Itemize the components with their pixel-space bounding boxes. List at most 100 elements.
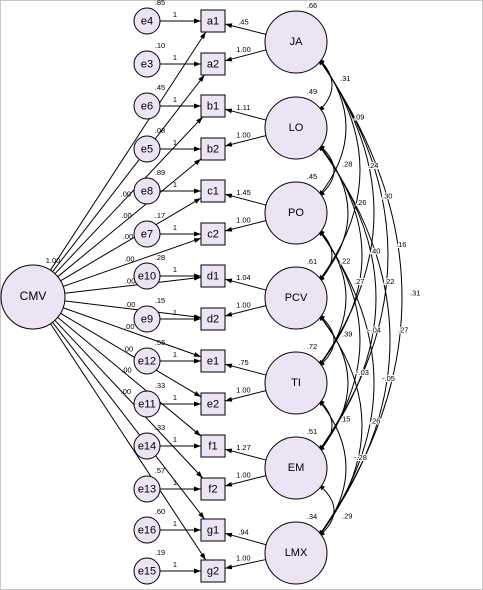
covariance-value: .39 [342, 329, 352, 338]
indicator-label: b2 [207, 143, 219, 155]
latent-r-squared: .72 [307, 342, 317, 351]
latent-r-squared: .51 [307, 427, 317, 436]
indicator-label: c2 [207, 228, 219, 240]
error-circle [133, 92, 161, 120]
cmv-label: CMV [20, 289, 47, 303]
covariance-value: .27 [354, 277, 364, 286]
latent-r-squared: .34 [307, 512, 317, 521]
covariance-arc-TI-LMX [317, 398, 347, 538]
error-variance: .17 [155, 211, 165, 220]
covariance-value: .29 [342, 511, 352, 520]
loading-path-b2 [224, 135, 267, 147]
indicator-label: f2 [208, 483, 217, 495]
cmv-loading: .00 [125, 277, 135, 286]
covariance-value: .26 [356, 198, 366, 207]
cmv-path-e1 [62, 307, 202, 358]
covariance-arc-PCV-LMX [317, 313, 363, 538]
indicator-label: c1 [207, 185, 219, 197]
error-label: e8 [141, 185, 153, 197]
latent-label: EM [288, 462, 305, 474]
regression-paths [50, 18, 267, 574]
latent-circle [264, 181, 328, 245]
factor-loading: 1.00 [236, 45, 251, 54]
error-variance: .33 [155, 381, 165, 390]
covariance-value: .16 [396, 240, 406, 249]
indicator-label: a2 [207, 58, 219, 70]
covariance-value: .24 [368, 161, 378, 170]
error-label: e9 [141, 313, 153, 325]
covariance-arc-PO-LMX [317, 228, 375, 538]
error-circle [133, 557, 161, 585]
error-variance: .85 [155, 0, 165, 7]
error-path-weight: 1 [173, 393, 177, 402]
factor-loading: .94 [238, 527, 248, 536]
error-circle [133, 220, 161, 248]
indicator-box [200, 9, 226, 33]
indicator-box [200, 518, 226, 542]
cmv-path-b2 [57, 158, 202, 278]
indicator-label: a1 [207, 15, 219, 27]
indicator-box [200, 222, 226, 246]
factor-loading: 1.00 [236, 215, 251, 224]
covariance-arc-JA-LO [317, 57, 333, 113]
error-circle [133, 7, 161, 35]
latent-r-squared: .45 [307, 172, 317, 181]
cmv-loading: .00 [123, 344, 133, 353]
error-label: e6 [141, 100, 153, 112]
error-path-weight: 1 [173, 560, 177, 569]
cmv-path-f1 [57, 317, 202, 437]
factor-loading: 1.00 [236, 470, 251, 479]
error-path-weight: 1 [173, 138, 177, 147]
indicator-label: f1 [208, 440, 217, 452]
error-variance: .57 [155, 466, 165, 475]
covariance-arc-PO-EM [317, 228, 361, 453]
cmv-variance: 1.00 [46, 256, 61, 265]
factor-loading: 1.27 [236, 443, 251, 452]
error-variance: .89 [155, 168, 165, 177]
error-label: e4 [141, 15, 153, 27]
error-path-weight: 1 [173, 265, 177, 274]
error-path-weight: 1 [173, 519, 177, 528]
error-path-weight: 1 [173, 223, 177, 232]
loading-path-a1 [224, 23, 267, 35]
latent-circle [264, 351, 328, 415]
error-variance: .56 [155, 338, 165, 347]
loading-path-f2 [224, 475, 267, 487]
error-variance: .33 [155, 423, 165, 432]
covariance-arc-PCV-TI [317, 313, 335, 368]
loading-path-g2 [224, 559, 266, 570]
error-path-weight: 1 [173, 350, 177, 359]
error-variance: .15 [155, 296, 165, 305]
indicator-label: g1 [207, 524, 219, 536]
factor-loading: .45 [238, 18, 248, 27]
error-label: e12 [138, 355, 156, 367]
indicator-label: e2 [207, 398, 219, 410]
covariance-value: .26 [370, 416, 380, 425]
cmv-path-a2 [52, 74, 205, 272]
indicator-box [200, 559, 226, 583]
error-label: e14 [138, 440, 156, 452]
error-variance: .60 [155, 507, 165, 516]
covariance-value: -.03 [356, 368, 369, 377]
cmv-path-a1 [50, 31, 207, 271]
latent-label: LMX [285, 547, 308, 559]
indicator-box [200, 477, 226, 501]
error-label: e7 [141, 228, 153, 240]
latent-circle [264, 10, 328, 74]
loading-path-b1 [224, 108, 267, 121]
indicator-box [200, 137, 226, 161]
indicator-box [200, 392, 226, 416]
error-label: e16 [138, 524, 156, 536]
error-circle [133, 475, 161, 503]
indicator-label: g2 [207, 565, 219, 577]
error-variance: .10 [155, 41, 165, 50]
indicator-label: b1 [207, 100, 219, 112]
cmv-path-d2 [64, 300, 202, 320]
covariance-arc-LO-PO [317, 143, 335, 198]
loading-path-d1 [224, 278, 267, 291]
error-circle [133, 516, 161, 544]
estimate-labels: .31.09.24.30.16.31.28.26.40.22.27.22.27-… [121, 0, 422, 569]
covariance-arc-LO-LMX [317, 143, 391, 538]
